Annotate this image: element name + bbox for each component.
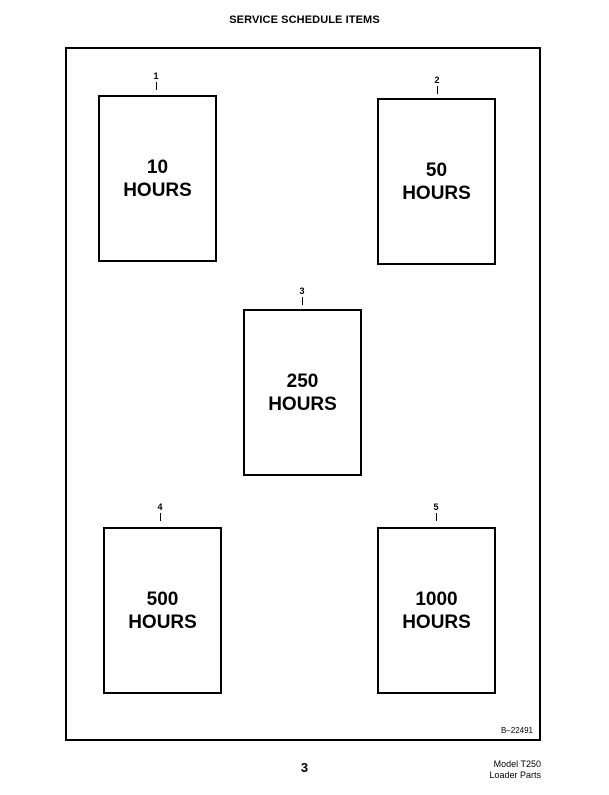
callout-1: 1 (141, 71, 171, 90)
footer-model: Model T250 (493, 759, 541, 769)
interval-unit: HOURS (123, 179, 192, 201)
interval-unit: HOURS (402, 611, 471, 633)
callout-3: 3 (287, 286, 317, 305)
interval-value: 10 (146, 156, 169, 178)
service-card-500-hours: 500 HOURS (103, 527, 222, 694)
page-title: SERVICE SCHEDULE ITEMS (229, 14, 380, 26)
callout-number: 1 (153, 71, 159, 81)
footer-section: Loader Parts (489, 770, 541, 780)
page-number: 3 (300, 760, 309, 775)
figure-id: B–22491 (500, 726, 533, 735)
leader-line (155, 82, 157, 90)
service-card-50-hours: 50 HOURS (377, 98, 496, 265)
service-card-10-hours: 10 HOURS (98, 95, 217, 262)
leader-line (301, 297, 303, 305)
leader-line (435, 513, 437, 521)
callout-5: 5 (421, 502, 451, 521)
interval-unit: HOURS (402, 182, 471, 204)
interval-value: 1000 (415, 588, 458, 610)
callout-number: 4 (157, 502, 163, 512)
interval-unit: HOURS (268, 393, 337, 415)
leader-line (159, 513, 161, 521)
service-card-1000-hours: 1000 HOURS (377, 527, 496, 694)
interval-value: 250 (286, 370, 319, 392)
interval-value: 500 (146, 588, 179, 610)
illustration-frame: B–22491 (65, 47, 541, 741)
callout-4: 4 (145, 502, 175, 521)
footer-model-info: Model T250 Loader Parts (489, 759, 541, 781)
interval-value: 50 (425, 159, 448, 181)
callout-number: 3 (299, 286, 305, 296)
callout-number: 2 (434, 75, 440, 85)
interval-unit: HOURS (128, 611, 197, 633)
callout-number: 5 (433, 502, 439, 512)
service-card-250-hours: 250 HOURS (243, 309, 362, 476)
callout-2: 2 (422, 75, 452, 94)
leader-line (436, 86, 438, 94)
